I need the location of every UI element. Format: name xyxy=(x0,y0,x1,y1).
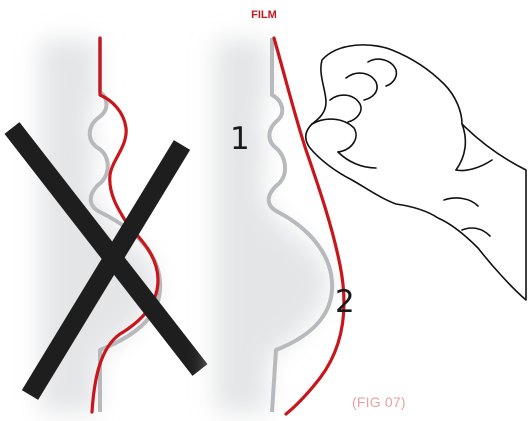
right-shadow-glow xyxy=(215,40,329,412)
right-film-line xyxy=(272,36,346,416)
step-marker-2: 2 xyxy=(335,284,355,320)
incorrect-application xyxy=(4,36,208,414)
right-profile-outline xyxy=(266,38,335,413)
x-cross-icon xyxy=(4,122,208,400)
left-profile-outline xyxy=(87,38,163,412)
diagram-title: FILM xyxy=(251,9,277,21)
figure-caption: (FIG 07) xyxy=(352,394,406,410)
step-marker-1: 1 xyxy=(230,121,250,157)
correct-application xyxy=(215,36,346,416)
gloved-fist-icon xyxy=(304,44,527,301)
